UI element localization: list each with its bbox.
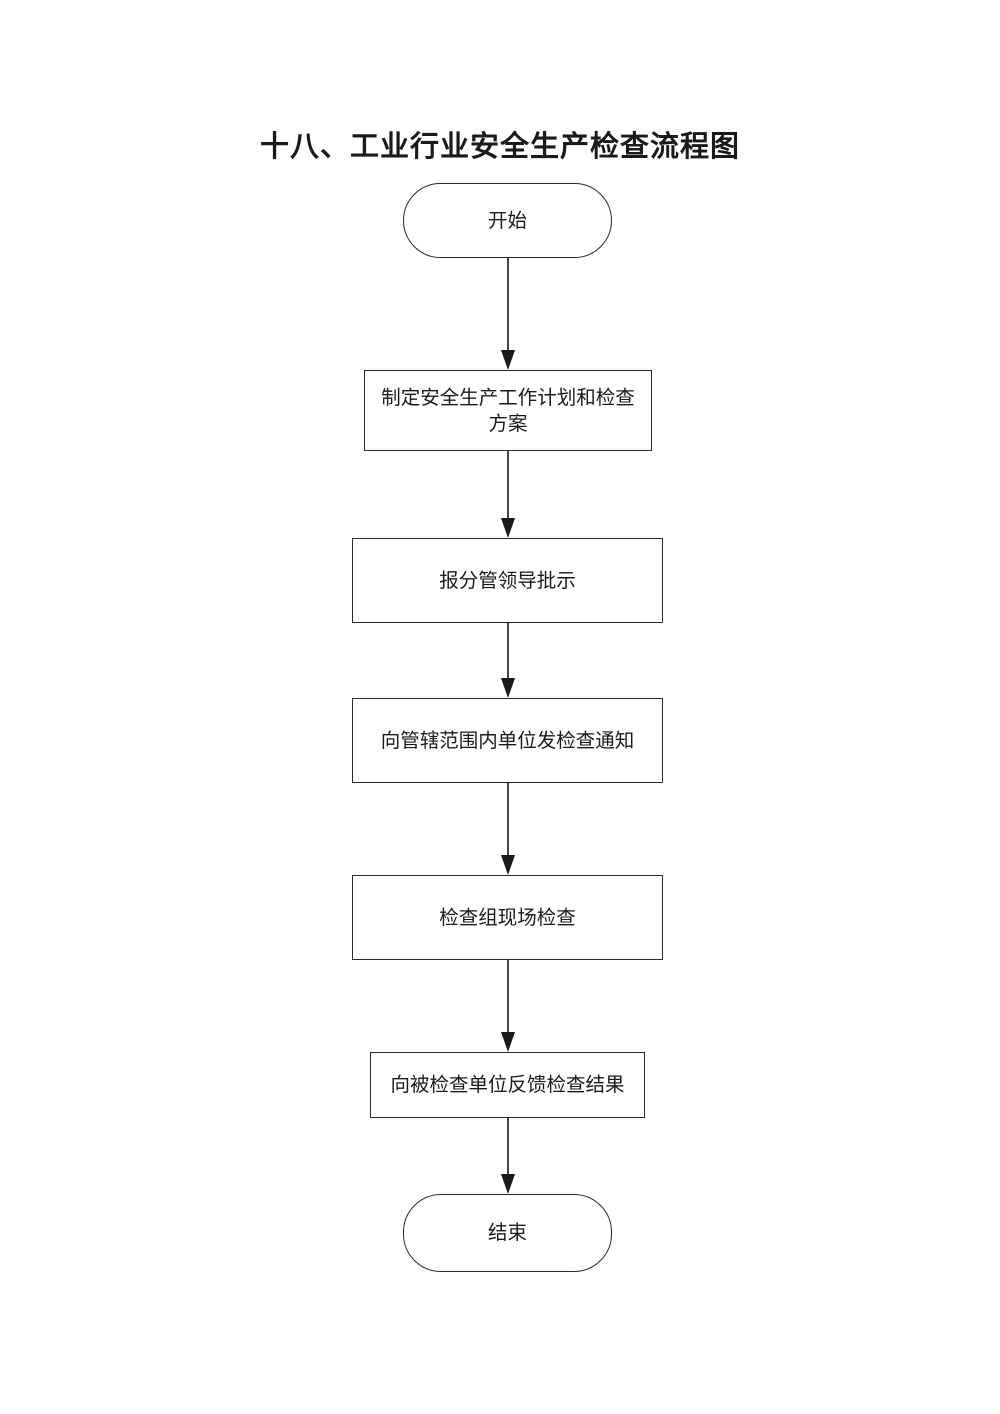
feedback-step-label: 向被检查单位反馈检查结果 (390, 1073, 625, 1096)
inspect-step-label: 检查组现场检查 (439, 905, 576, 929)
notice-step-box: 向管辖范围内单位发检查通知 (352, 698, 663, 783)
end-node-label: 结束 (487, 1221, 527, 1244)
start-node-label: 开始 (487, 208, 527, 232)
arrow-feedback-to-end (501, 1118, 515, 1194)
plan-step-box: 制定安全生产工作计划和检查方案 (364, 370, 652, 451)
end-node: 结束 (403, 1194, 612, 1272)
arrow-start-to-plan (501, 258, 515, 370)
notice-step-label: 向管辖范围内单位发检查通知 (380, 728, 635, 752)
inspect-step-box: 检查组现场检查 (352, 875, 663, 960)
feedback-step-box: 向被检查单位反馈检查结果 (370, 1052, 645, 1118)
arrow-approval-to-notice (501, 623, 515, 698)
page-title: 十八、工业行业安全生产检查流程图 (259, 129, 740, 163)
start-node: 开始 (403, 183, 612, 258)
plan-step-label: 制定安全生产工作计划和检查方案 (381, 385, 635, 435)
arrow-plan-to-approval (501, 451, 515, 538)
arrow-inspect-to-feedback (501, 960, 515, 1052)
approval-step-label: 报分管领导批示 (439, 568, 576, 592)
arrow-notice-to-inspect (501, 783, 515, 875)
approval-step-box: 报分管领导批示 (352, 538, 663, 623)
